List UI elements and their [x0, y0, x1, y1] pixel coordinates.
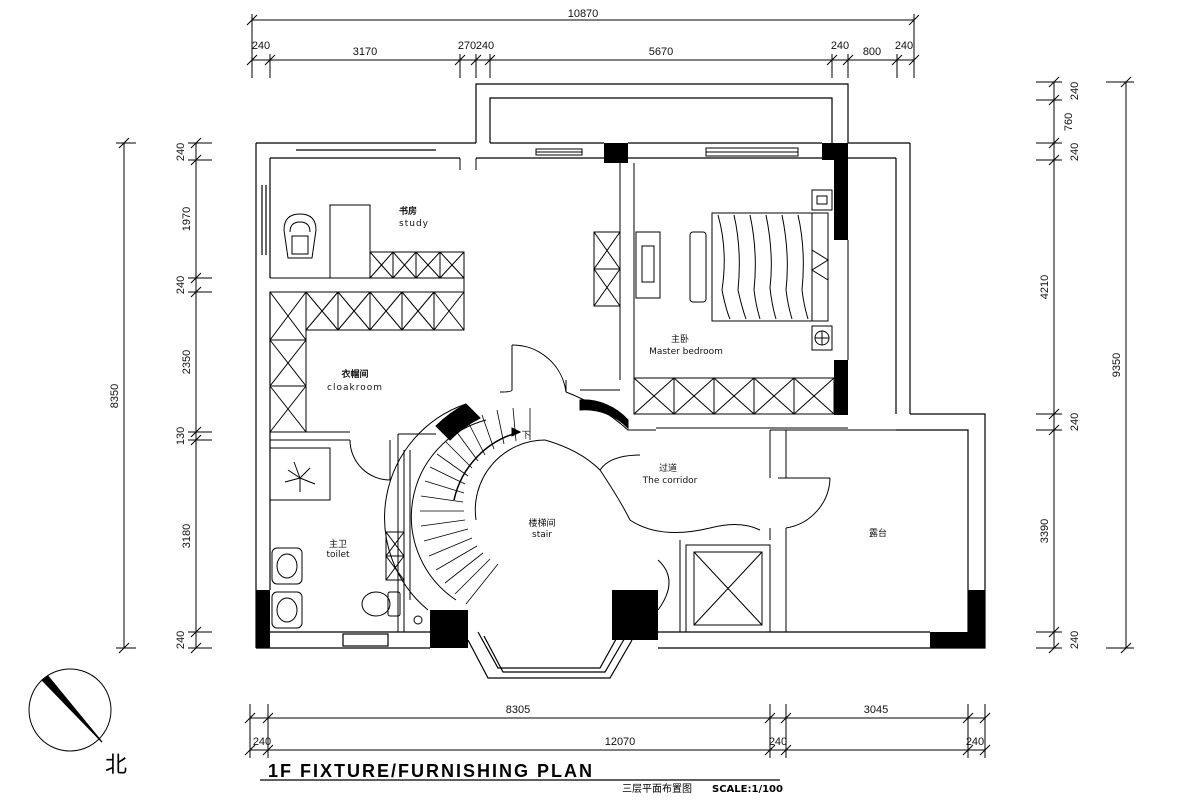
- dim-top-seg: 240: [476, 40, 494, 52]
- dim-left-seg: 3180: [181, 524, 193, 548]
- corridor-label-en: The corridor: [642, 476, 698, 486]
- dim-bottom-seg: 240: [769, 736, 787, 748]
- toilet-label-en: toilet: [326, 550, 350, 560]
- dim-left-seg: 240: [175, 143, 187, 161]
- dim-right-seg: 240: [1069, 631, 1081, 649]
- dim-right-seg: 240: [1069, 143, 1081, 161]
- dim-top-seg: 800: [863, 46, 881, 58]
- cloakroom-label-en: cloakroom: [327, 383, 383, 393]
- dim-left-seg: 2350: [181, 350, 193, 374]
- study-furniture: [283, 148, 583, 279]
- right-dimensions: [1036, 76, 1134, 654]
- stair-down-label: 下: [521, 431, 530, 441]
- room-labels: 书房 study 主卧 Master bedroom 衣帽间 cloakroom…: [326, 205, 887, 560]
- cloakroom-wardrobes: [269, 291, 465, 481]
- dim-left-seg: 1970: [181, 207, 193, 231]
- dim-right-seg: 4210: [1039, 275, 1051, 299]
- dim-top-seg: 270: [458, 40, 476, 52]
- bottom-dimensions: [244, 704, 991, 758]
- dim-right-seg: 240: [1069, 413, 1081, 431]
- dim-right-seg: 760: [1063, 113, 1075, 131]
- dim-right-total: 9350: [1111, 353, 1123, 377]
- master-bedroom-label-en: Master bedroom: [649, 347, 723, 357]
- plan-subtitle: 三层平面布置图: [622, 783, 692, 795]
- terrace-door: [778, 477, 831, 529]
- dim-left-seg: 240: [175, 276, 187, 294]
- left-dimension-text: 8350 240 1970 240 2350 130 3180 240: [109, 143, 193, 649]
- dim-left-total: 8350: [109, 384, 121, 408]
- dim-bottom-seg: 8305: [506, 704, 530, 716]
- dim-top-seg: 5670: [649, 46, 673, 58]
- toilet-label-cn: 主卫: [329, 538, 347, 550]
- study-label-cn: 书房: [399, 205, 417, 217]
- dim-bottom-seg: 240: [253, 736, 271, 748]
- dim-left-seg: 130: [175, 427, 187, 445]
- cloakroom-label-cn: 衣帽间: [341, 368, 368, 380]
- interior-walls: [270, 158, 896, 632]
- master-bedroom-furniture: [593, 147, 835, 415]
- study-label-en: study: [399, 219, 429, 229]
- bottom-dimension-text: 8305 3045 240 12070 240 240: [253, 704, 984, 748]
- dim-bottom-seg: 240: [966, 736, 984, 748]
- corridor-label-cn: 过道: [659, 462, 677, 474]
- dim-top-seg: 240: [252, 40, 270, 52]
- left-dimensions: [116, 137, 212, 654]
- dim-bottom-seg: 3045: [864, 704, 888, 716]
- dim-right-seg: 240: [1069, 82, 1081, 100]
- elevator-shaft: [685, 544, 771, 633]
- right-dimension-text: 240 760 240 4210 240 3390 240 9350: [1039, 82, 1123, 649]
- corridor-curves: [544, 391, 761, 632]
- dim-top-seg: 240: [831, 40, 849, 52]
- dim-bottom-seg: 12070: [605, 736, 636, 748]
- top-dimension-text: 10870 240 3170 270 240 5670 240 800 240: [252, 8, 913, 58]
- plan-scale: SCALE:1/100: [712, 784, 783, 795]
- north-arrow: [28, 668, 112, 752]
- toilet-fixtures: [269, 447, 423, 629]
- dim-right-seg: 3390: [1039, 519, 1051, 543]
- master-bedroom-label-cn: 主卧: [671, 333, 689, 345]
- stair-label-cn: 楼梯间: [528, 517, 555, 529]
- north-label: 北: [105, 753, 127, 778]
- terrace-label-cn: 露台: [869, 527, 887, 539]
- dim-left-seg: 240: [175, 631, 187, 649]
- spiral-staircase: [384, 399, 629, 611]
- dim-top-total: 10870: [568, 8, 599, 20]
- structural-columns: [256, 143, 985, 648]
- stair-label-en: stair: [532, 530, 552, 540]
- dim-top-seg: 3170: [353, 46, 377, 58]
- top-dimensions: [246, 14, 920, 78]
- dim-top-seg: 240: [895, 40, 913, 52]
- plan-title: 1F FIXTURE/FURNISHING PLAN: [268, 761, 594, 781]
